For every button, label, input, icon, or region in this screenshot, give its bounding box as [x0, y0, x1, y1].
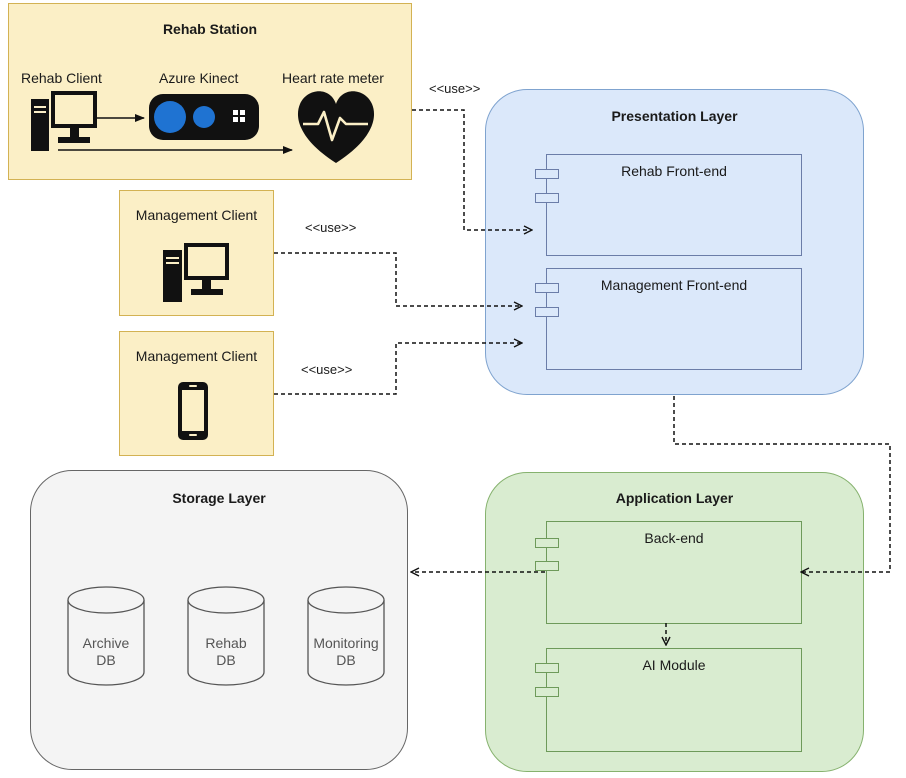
rehab-station-title: Rehab Station [162, 21, 258, 37]
database-cylinder-icon [67, 586, 145, 686]
presentation-layer[interactable]: Presentation Layer Rehab Front-end Manag… [485, 89, 864, 395]
presentation-layer-title: Presentation Layer [611, 108, 738, 124]
azure-kinect-label: Azure Kinect [159, 70, 239, 86]
database-cylinder-icon [307, 586, 385, 686]
mobile-to-management-frontend-connector [274, 343, 521, 395]
management-client-mobile-title: Management Client [135, 348, 258, 364]
component-tab-icon [535, 561, 559, 571]
application-layer-title: Application Layer [615, 490, 734, 506]
component-tab-icon [535, 193, 559, 203]
database-cylinder-icon [187, 586, 265, 686]
component-tab-icon [535, 663, 559, 673]
heart-rate-meter-label: Heart rate meter [282, 70, 384, 86]
rehab-front-end-label: Rehab Front-end [621, 163, 727, 179]
rehab-front-end-component[interactable]: Rehab Front-end [535, 154, 802, 256]
rehab-station-to-rehab-frontend-connector [412, 109, 531, 230]
component-tab-icon [535, 687, 559, 697]
ai-module-label: AI Module [642, 657, 706, 673]
back-end-label: Back-end [644, 530, 704, 546]
desktop-computer-icon [163, 243, 229, 302]
back-end-component[interactable]: Back-end [535, 521, 802, 624]
component-tab-icon [535, 283, 559, 293]
desktop-to-management-frontend-connector [274, 252, 521, 306]
smartphone-icon [178, 382, 208, 440]
component-tab-icon [535, 538, 559, 548]
use-label: <<use>> [429, 81, 481, 96]
management-front-end-label: Management Front-end [600, 277, 748, 293]
presentation-to-backend-connector [673, 396, 891, 572]
storage-layer-title: Storage Layer [172, 490, 266, 506]
component-tab-icon [535, 307, 559, 317]
application-layer[interactable]: Application Layer Back-end AI Module [485, 472, 864, 772]
management-front-end-component[interactable]: Management Front-end [535, 268, 802, 370]
management-client-desktop-title: Management Client [135, 207, 258, 223]
use-label: <<use>> [305, 220, 357, 235]
desktop-computer-icon [31, 91, 97, 151]
heart-rate-icon [297, 91, 375, 163]
kinect-camera-icon [149, 94, 259, 140]
rehab-client-label: Rehab Client [21, 70, 102, 86]
component-tab-icon [535, 169, 559, 179]
use-label: <<use>> [301, 362, 353, 377]
ai-module-component[interactable]: AI Module [535, 648, 802, 752]
